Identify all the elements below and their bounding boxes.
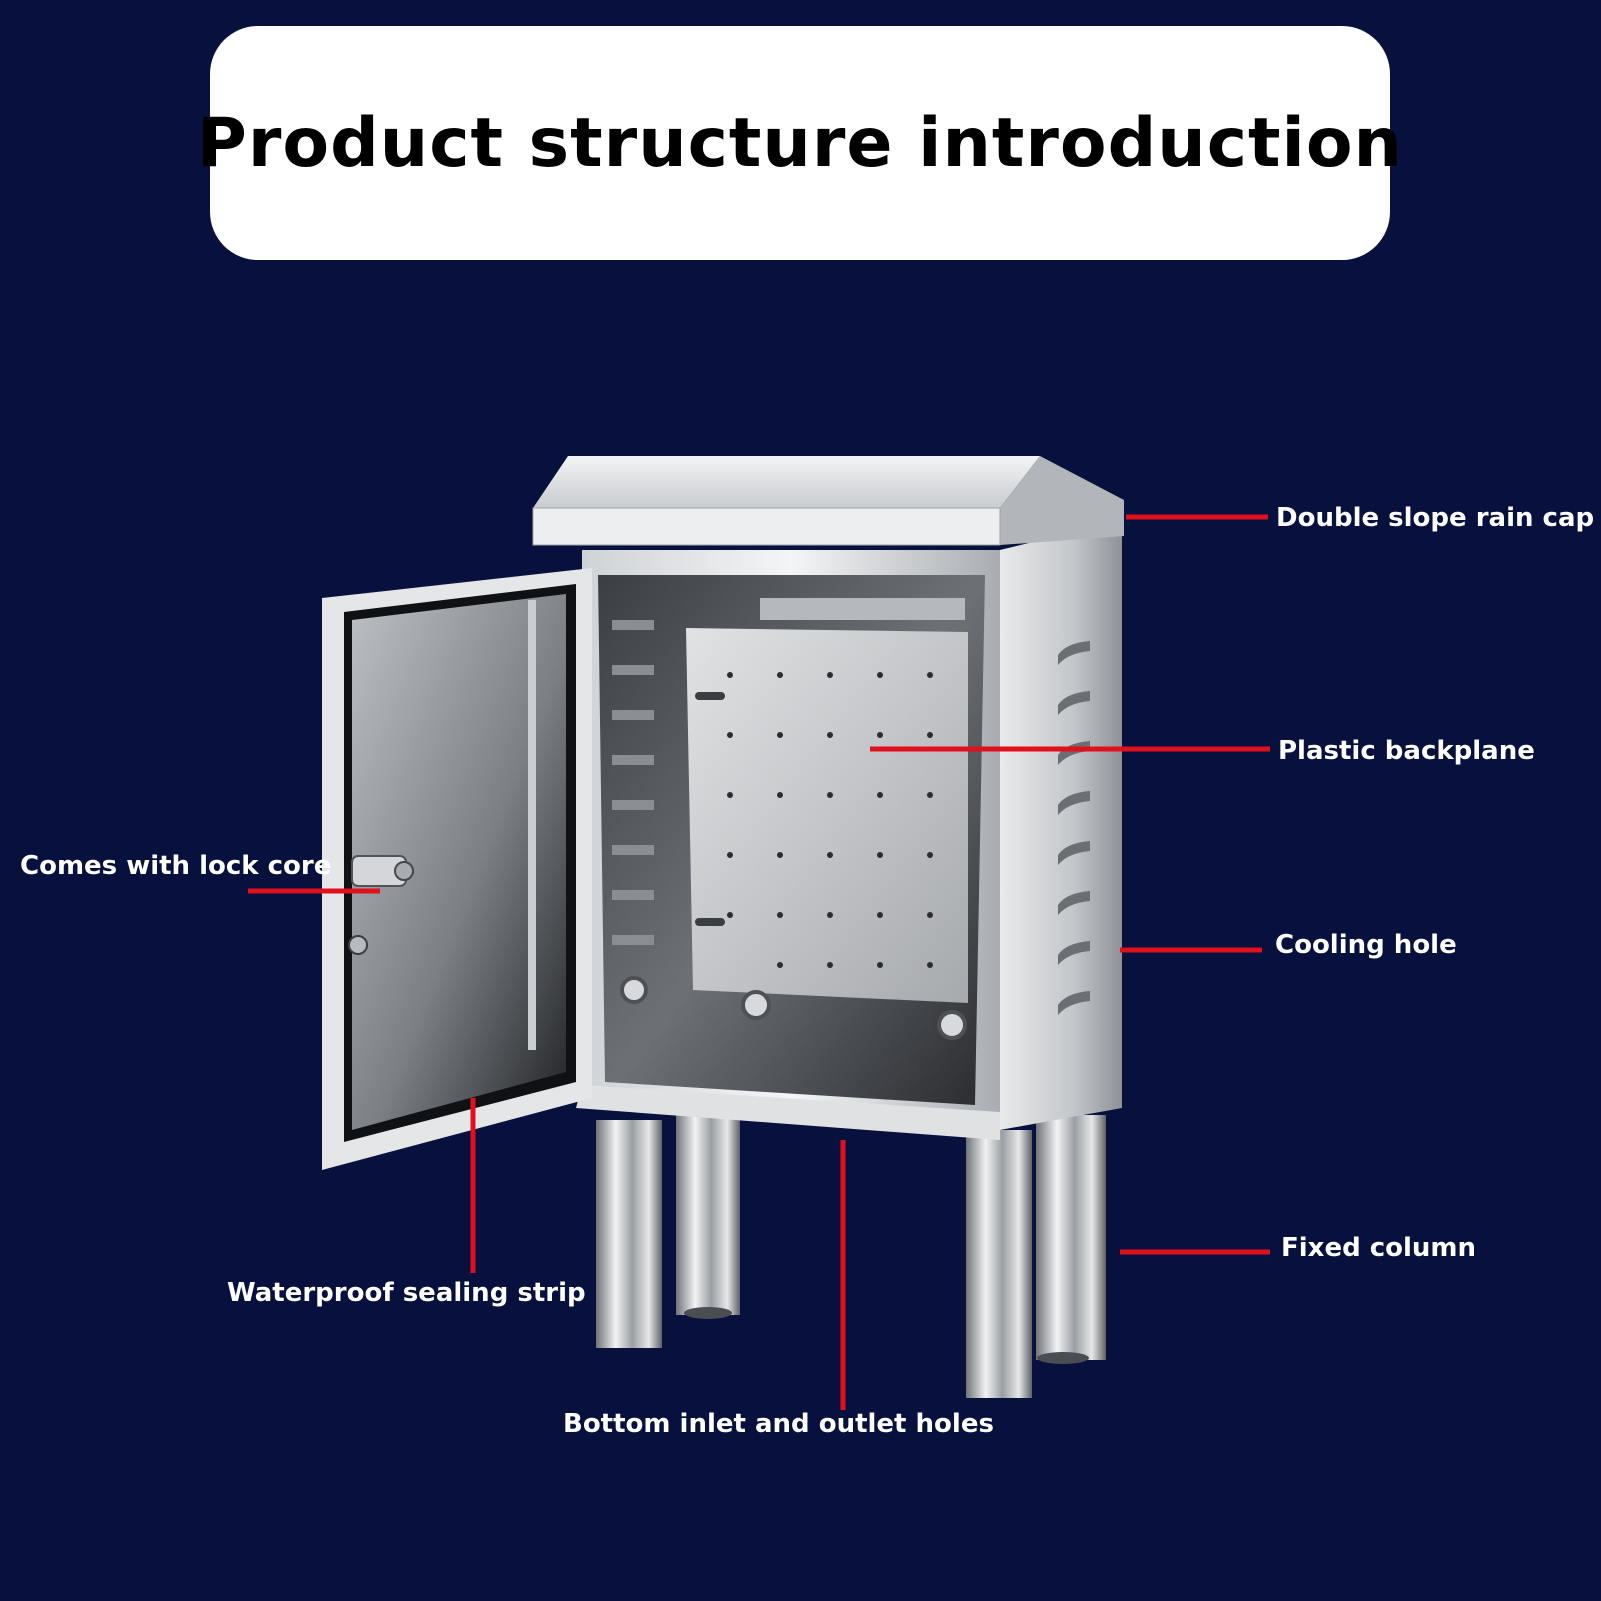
cabinet-door: [322, 568, 592, 1170]
inlet-hole: [937, 1010, 967, 1040]
foot-pad: [684, 1307, 732, 1319]
title-banner: Product structure introduction: [197, 26, 1402, 260]
inner-louvre: [612, 800, 654, 810]
louvre: [1058, 941, 1090, 965]
foot-pad: [1037, 1352, 1089, 1364]
cabinet-base: [576, 1085, 1000, 1140]
louvre: [1058, 841, 1090, 865]
inner-louvre: [612, 890, 654, 900]
inner-louvre: [612, 755, 654, 765]
leg-front-right: [966, 1130, 1032, 1398]
inlet-hole: [620, 976, 648, 1004]
inner-louvre: [612, 665, 654, 675]
plate-slot: [695, 692, 725, 700]
leg-front-left: [596, 1120, 662, 1348]
leader-lines: [248, 514, 1270, 1410]
louvre: [1058, 991, 1090, 1015]
inner-louvre: [612, 710, 654, 720]
cabinet-side-panel: [1000, 520, 1122, 1130]
inner-louvres: [612, 620, 654, 945]
label-lock-core: Comes with lock core: [20, 851, 332, 881]
inner-louvre: [612, 845, 654, 855]
rain-cap-top: [533, 456, 1040, 508]
rain-cap-slope: [1000, 456, 1124, 545]
door-rod: [528, 600, 536, 1050]
rain-cap: [532, 456, 1124, 546]
rain-cap-front: [532, 507, 1001, 546]
fixed-columns: [596, 1115, 1106, 1398]
leg-back-right: [1036, 1115, 1106, 1360]
label-backplane: Plastic backplane: [1278, 736, 1535, 766]
inner-louvre: [612, 935, 654, 945]
louvre: [1058, 641, 1090, 665]
inner-louvre: [612, 620, 654, 630]
top-rail: [760, 598, 965, 620]
label-fixed-column: Fixed column: [1281, 1233, 1477, 1263]
lock-knob: [394, 861, 414, 881]
bottom-inlet-holes: [620, 976, 967, 1040]
inlet-hole: [741, 990, 771, 1020]
leg-back-left: [676, 1115, 740, 1315]
louvre: [1058, 891, 1090, 915]
backplane-holes: [727, 672, 933, 968]
plastic-backplane: [686, 628, 968, 1003]
label-cooling-hole: Cooling hole: [1275, 930, 1457, 960]
label-bottom-holes: Bottom inlet and outlet holes: [563, 1409, 994, 1439]
door-inner-panel: [352, 594, 566, 1130]
plate-slot: [695, 918, 725, 926]
cooling-holes: [1058, 641, 1090, 1015]
door-screw: [348, 935, 368, 955]
page-title: Product structure introduction: [197, 103, 1403, 183]
label-sealing-strip: Waterproof sealing strip: [227, 1278, 586, 1308]
label-rain-cap: Double slope rain cap: [1276, 503, 1595, 533]
louvre: [1058, 691, 1090, 715]
louvre: [1058, 791, 1090, 815]
